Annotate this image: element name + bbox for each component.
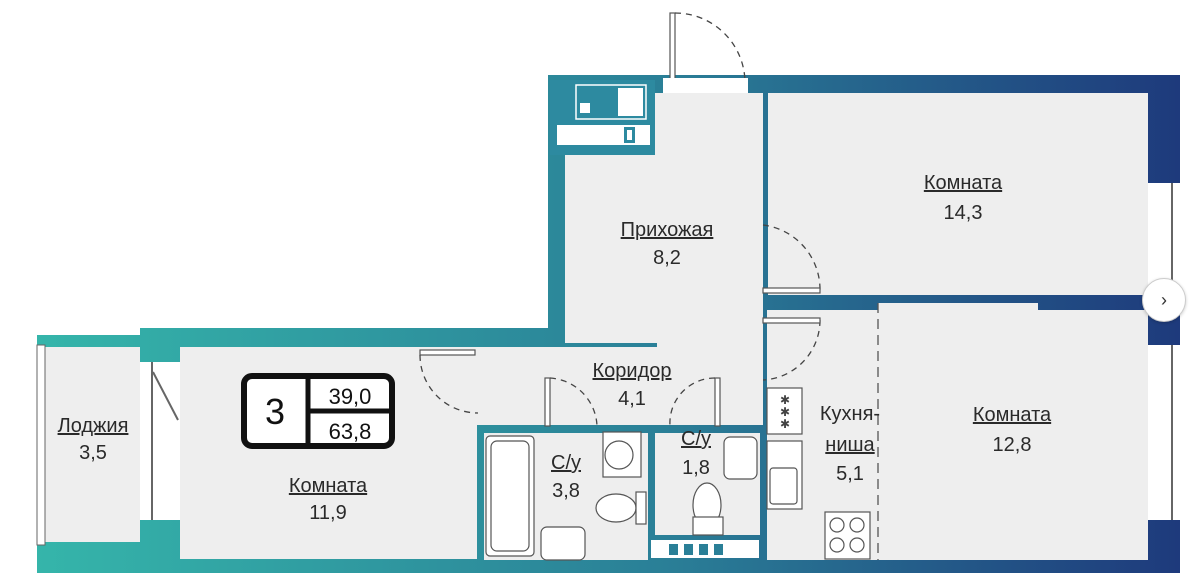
total-area: 63,8 (329, 419, 372, 444)
loggia-floor (44, 347, 140, 542)
loggia-window (36, 344, 46, 546)
room-name: С/у (551, 452, 581, 474)
room-name: Коридор (593, 360, 672, 382)
room-area: 3,5 (79, 442, 107, 464)
room-area: 8,2 (653, 247, 681, 269)
room-name: С/у (681, 428, 711, 450)
room-name: Комната (924, 172, 1003, 194)
svg-text:✱: ✱ (780, 405, 790, 419)
hall-joint (657, 330, 763, 350)
toilet (595, 493, 637, 523)
room-area: 1,8 (682, 457, 710, 479)
room-name: Комната (289, 475, 368, 497)
svg-text:✱: ✱ (780, 417, 790, 431)
living-area: 39,0 (329, 384, 372, 409)
room-14-3-floor (768, 93, 1148, 295)
room-area: 4,1 (618, 388, 646, 410)
room-name: Кухня- (820, 403, 880, 425)
svg-text:✱: ✱ (780, 393, 790, 407)
entry-door (669, 12, 676, 84)
window-12-8 (1148, 345, 1180, 520)
loggia-door (140, 362, 180, 520)
room-area: 5,1 (836, 463, 864, 485)
wc-sink (723, 436, 758, 480)
room-name: Прихожая (621, 219, 714, 241)
room-name: Комната (973, 404, 1052, 426)
stove (824, 511, 871, 560)
room-name-line2: ниша (825, 434, 875, 456)
room-area: 12,8 (993, 434, 1032, 456)
apartment-badge: 3 39,0 63,8 (241, 373, 395, 449)
room-area: 11,9 (309, 502, 346, 524)
kitchen-floor (767, 310, 1148, 560)
next-plan-button[interactable]: › (1142, 278, 1186, 322)
room-area: 3,8 (552, 480, 580, 502)
room-area: 14,3 (944, 202, 983, 224)
rooms-count: 3 (265, 391, 285, 432)
chevron-right-icon: › (1161, 289, 1167, 310)
window-14-3 (1148, 183, 1180, 295)
fridge (766, 387, 803, 435)
room-name: Лоджия (58, 415, 129, 437)
sink (540, 526, 586, 561)
